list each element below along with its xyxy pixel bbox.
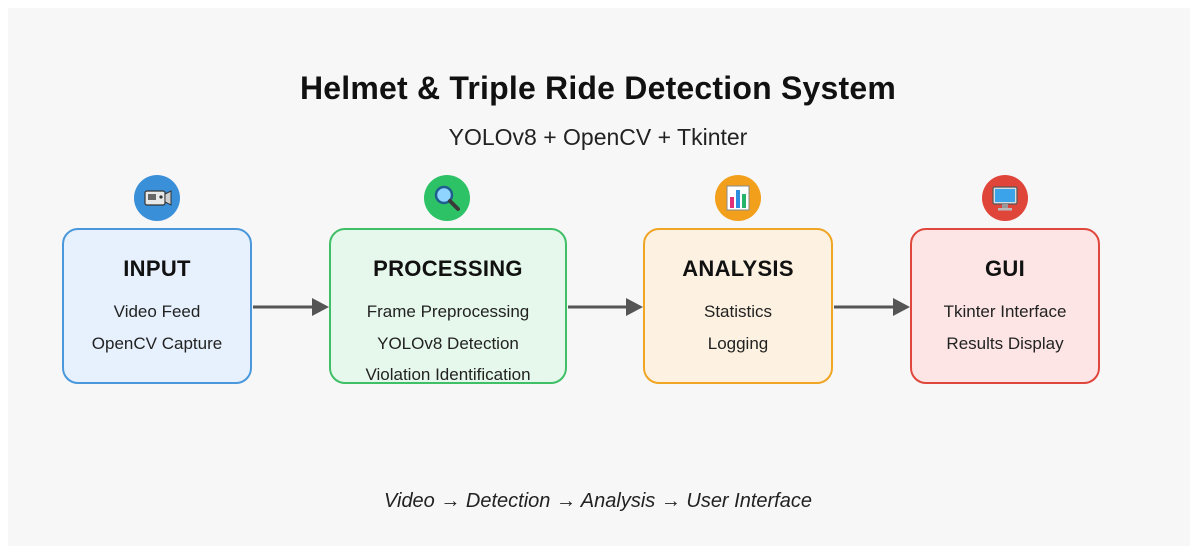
stage-input-box: INPUT Video Feed OpenCV Capture <box>62 228 252 384</box>
arrow-analysis-to-gui <box>834 298 910 316</box>
stage-analysis-box: ANALYSIS Statistics Logging <box>643 228 833 384</box>
diagram-title: Helmet & Triple Ride Detection System <box>299 70 896 106</box>
magnifier-icon <box>424 175 470 221</box>
stage-input-title: INPUT <box>123 256 191 281</box>
stage-input-line: Video Feed <box>113 302 201 321</box>
stage-gui-box: GUI Tkinter Interface Results Display <box>910 228 1100 384</box>
bar-chart-icon <box>715 175 761 221</box>
diagram-subtitle: YOLOv8 + OpenCV + Tkinter <box>448 124 748 150</box>
stage-gui-line: Results Display <box>946 333 1064 353</box>
flow-summary: Video → Detection → Analysis → User Inte… <box>384 490 812 512</box>
stage-analysis-title: ANALYSIS <box>682 256 794 281</box>
stage-analysis-line: Statistics <box>703 302 773 321</box>
video-camera-icon <box>134 175 180 221</box>
arrow-input-to-processing <box>253 298 329 316</box>
stage-input-line: OpenCV Capture <box>91 333 223 353</box>
stage-processing-line: Violation Identification <box>365 365 531 384</box>
stage-processing-box: PROCESSING Frame Preprocessing YOLOv8 De… <box>329 228 567 384</box>
stage-processing-line: YOLOv8 Detection <box>377 333 519 353</box>
stage-analysis-line: Logging <box>707 333 769 353</box>
stage-gui-title: GUI <box>984 256 1025 281</box>
stage-processing-line: Frame Preprocessing <box>366 302 530 321</box>
stage-processing-title: PROCESSING <box>373 256 523 281</box>
stage-gui-line: Tkinter Interface <box>943 302 1067 321</box>
arrow-processing-to-analysis <box>568 298 643 316</box>
desktop-monitor-icon <box>982 175 1028 221</box>
